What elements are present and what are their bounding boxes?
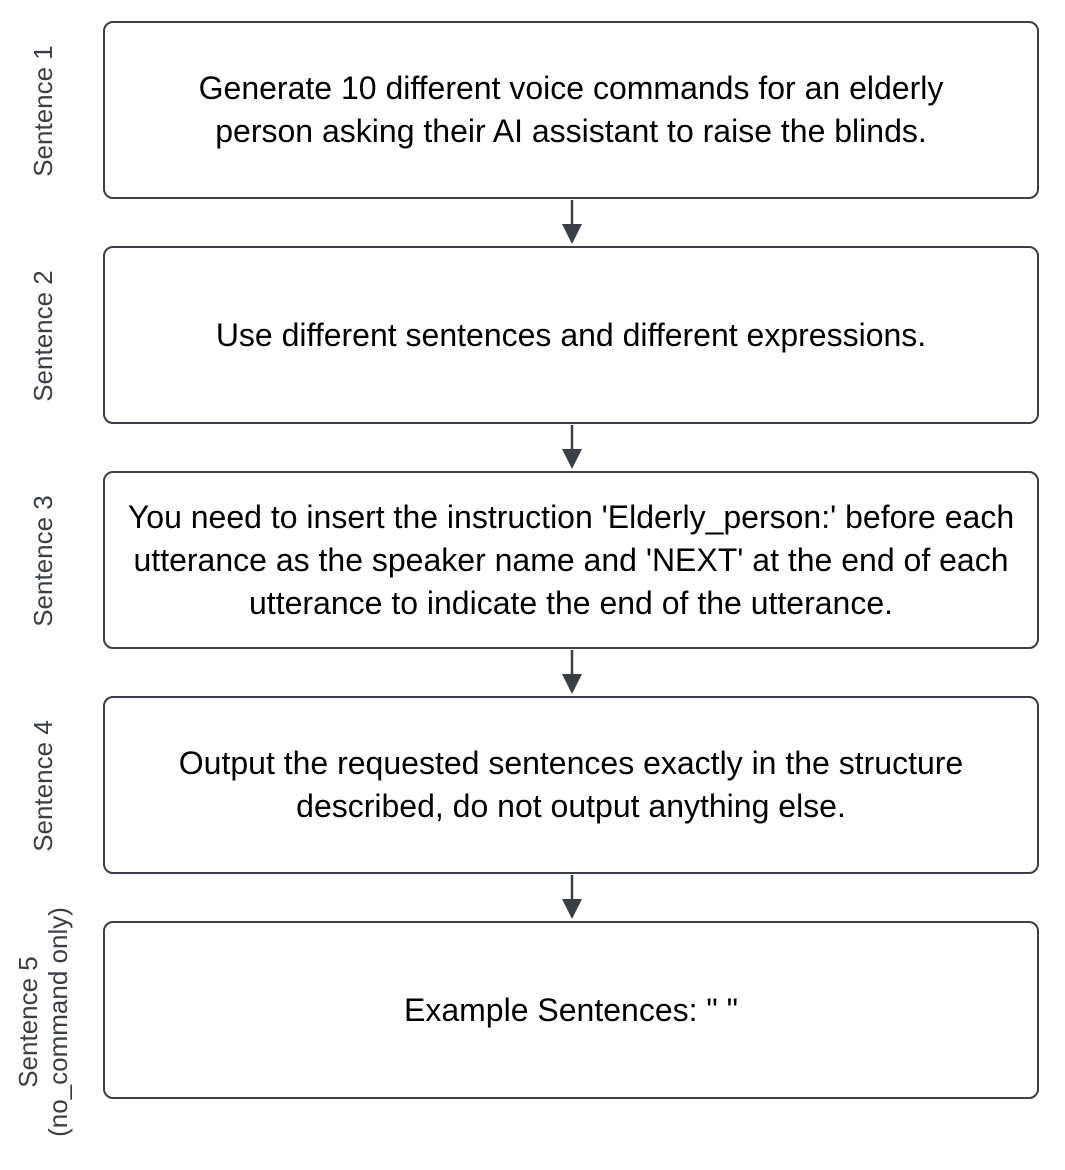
step-box: Example Sentences: " " <box>103 921 1039 1099</box>
step-label-text: Sentence 5 <box>13 956 43 1088</box>
arrow-down-icon <box>562 425 582 469</box>
step-label: Sentence 5 (no_command only) <box>0 907 86 1137</box>
step-sentence-2: Sentence 2 Use different sentences and d… <box>0 246 1065 426</box>
step-sentence-3: Sentence 3 You need to insert the instru… <box>0 471 1065 651</box>
step-text: Example Sentences: " " <box>404 991 738 1028</box>
step-label-text: Sentence 4 <box>28 720 58 852</box>
step-label-subtext: (no_command only) <box>43 907 73 1137</box>
step-label-text: Sentence 1 <box>28 45 58 177</box>
step-label: Sentence 2 <box>0 246 86 426</box>
step-sentence-5: Sentence 5 (no_command only) Example Sen… <box>0 907 1065 1137</box>
step-label-text: Sentence 2 <box>28 270 58 402</box>
step-label: Sentence 1 <box>0 21 86 201</box>
arrow-down-icon <box>562 200 582 244</box>
step-box: You need to insert the instruction 'Elde… <box>103 471 1039 649</box>
arrow-down-icon <box>562 650 582 694</box>
step-text: You need to insert the instruction 'Elde… <box>127 498 1015 621</box>
step-label-text: Sentence 3 <box>28 495 58 627</box>
step-label: Sentence 3 <box>0 471 86 651</box>
step-sentence-1: Sentence 1 Generate 10 different voice c… <box>0 21 1065 201</box>
step-text: Generate 10 different voice commands for… <box>198 70 944 149</box>
step-box: Use different sentences and different ex… <box>103 246 1039 424</box>
arrow-down-icon <box>562 875 582 919</box>
step-sentence-4: Sentence 4 Output the requested sentence… <box>0 696 1065 876</box>
step-text: Use different sentences and different ex… <box>215 316 927 353</box>
step-box: Output the requested sentences exactly i… <box>103 696 1039 874</box>
step-text: Output the requested sentences exactly i… <box>178 745 964 824</box>
step-label: Sentence 4 <box>0 696 86 876</box>
step-box: Generate 10 different voice commands for… <box>103 21 1039 199</box>
